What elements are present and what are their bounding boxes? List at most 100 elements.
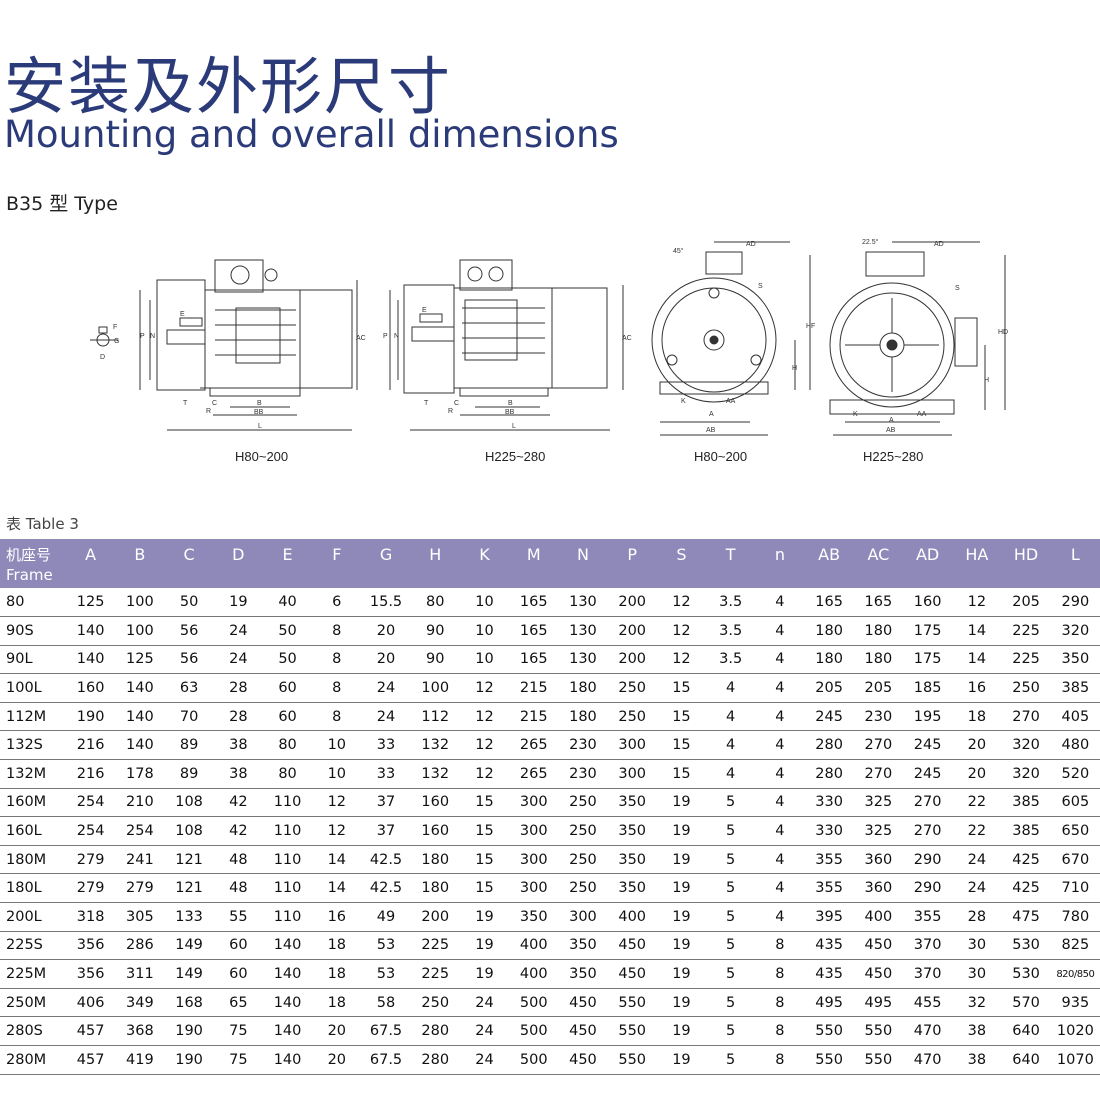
table-cell: 640 — [1012, 1023, 1040, 1040]
table-cell: 4 — [726, 708, 736, 725]
table-cell: 140 — [273, 1023, 302, 1040]
table-cell: 495 — [815, 994, 843, 1011]
table-cell: 254 — [76, 823, 105, 840]
table-cell: 15 — [672, 708, 691, 725]
table-cell: 180 — [815, 651, 843, 668]
table-cell: 56 — [179, 651, 199, 668]
table-cell: 300 — [519, 823, 548, 840]
table-cell: 205 — [815, 680, 843, 697]
table-cell: 90 — [426, 622, 445, 639]
table-cell: 65 — [229, 994, 248, 1011]
table-cell: 12 — [327, 794, 347, 811]
label-r: R — [206, 408, 211, 415]
table-cell: 10 — [327, 737, 347, 754]
table-cell: 350 — [618, 823, 647, 840]
label-a: A — [709, 411, 714, 418]
table-cell: 4 — [775, 622, 785, 639]
table-cell: 140 — [126, 737, 154, 754]
table-cell: 165 — [519, 594, 548, 611]
table-cell: 3.5 — [719, 594, 743, 611]
table-cell: 605 — [1061, 794, 1090, 811]
table-cell: 250 — [569, 851, 597, 868]
table-cell: 360 — [864, 851, 893, 868]
table-cell: 80 — [426, 594, 445, 611]
table-cell: 5 — [726, 908, 736, 925]
label-c: C — [212, 400, 217, 407]
dimension-drawings: F G D E T C R — [90, 238, 1008, 436]
table-cell: 49 — [376, 908, 396, 925]
table-cell: 370 — [913, 937, 942, 954]
table-cell: 5 — [726, 937, 736, 954]
table-cell: 56 — [179, 622, 199, 639]
table-cell: 280 — [815, 737, 843, 754]
table-cell: 350 — [569, 966, 597, 983]
table-cell: 19 — [475, 908, 494, 925]
table-cell: 89 — [179, 737, 199, 754]
table-cell: 325 — [864, 794, 893, 811]
table-cell: 320 — [1061, 622, 1090, 639]
table-cell: 330 — [815, 823, 843, 840]
table-cell: 67.5 — [369, 1051, 403, 1068]
table-cell: 245 — [913, 737, 942, 754]
side-view-large: E T C R B BB L AC P N — [383, 259, 632, 431]
table-cell: 20 — [376, 622, 396, 639]
table-cell: 225 — [421, 966, 450, 983]
table-cell: 12 — [967, 594, 987, 611]
table-cell: 450 — [618, 937, 647, 954]
label-ab: AB — [706, 427, 716, 434]
table-cell: 425 — [1012, 880, 1040, 897]
table-cell: 38 — [967, 1023, 987, 1040]
table-cell: 3.5 — [719, 622, 743, 639]
table-cell-frame: 132M — [6, 765, 47, 782]
table-cell: 33 — [376, 765, 396, 782]
table-cell: 140 — [126, 708, 154, 725]
label-45-deg: 45° — [673, 247, 684, 255]
header-col-ab: AB — [818, 545, 841, 564]
table-cell: 48 — [229, 851, 248, 868]
table-cell: 3.5 — [719, 651, 743, 668]
table-cell: 28 — [967, 908, 987, 925]
table-cell: 18 — [327, 937, 347, 954]
table-cell: 12 — [475, 680, 494, 697]
table-cell: 80 — [278, 737, 297, 754]
header-col-ha: HA — [965, 545, 989, 564]
table-cell: 180 — [569, 680, 597, 697]
table-cell: 108 — [175, 823, 203, 840]
table-cell: 300 — [569, 908, 597, 925]
table-cell: 300 — [519, 851, 548, 868]
table-cell: 190 — [76, 708, 105, 725]
table-cell: 48 — [229, 880, 248, 897]
table-cell: 419 — [126, 1051, 154, 1068]
table-cell: 475 — [1012, 908, 1040, 925]
table-cell: 250 — [1012, 680, 1040, 697]
table-cell: 19 — [672, 880, 691, 897]
table-cell: 19 — [672, 794, 691, 811]
table-cell: 32 — [967, 994, 987, 1011]
table-cell-frame: 160L — [6, 823, 42, 840]
label-aa: AA — [726, 398, 736, 405]
table-cell: 550 — [864, 1023, 893, 1040]
table-cell: 450 — [569, 1023, 597, 1040]
header-col-t: T — [725, 545, 736, 564]
table-cell: 290 — [913, 851, 942, 868]
table-cell: 470 — [913, 1051, 942, 1068]
table-cell: 215 — [519, 680, 548, 697]
table-cell-frame: 180L — [6, 880, 42, 897]
table-cell: 385 — [1012, 823, 1040, 840]
table-cell: 18 — [967, 708, 987, 725]
table-cell: 149 — [175, 966, 203, 983]
label-hd: HD — [998, 329, 1008, 336]
table-cell: 450 — [569, 1051, 597, 1068]
table-cell: 305 — [126, 908, 154, 925]
table-cell: 406 — [76, 994, 105, 1011]
table-cell: 425 — [1012, 851, 1040, 868]
table-cell-frame: 225S — [6, 937, 43, 954]
end-view-large: 22.5° AD S HD H K A AA AB — [829, 238, 1008, 436]
table-cell: 450 — [618, 966, 647, 983]
